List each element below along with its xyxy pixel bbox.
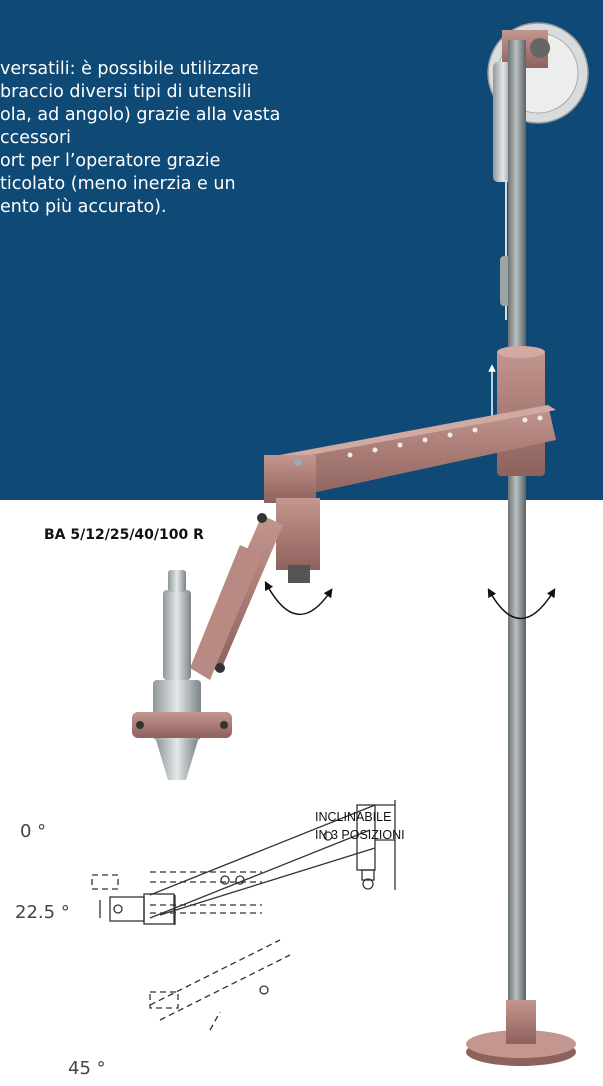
angle-label-45: 45 ° xyxy=(68,1058,106,1079)
pole-base xyxy=(466,1000,576,1066)
tilt-note: INCLINABILE IN 3 POSIZIONI xyxy=(315,808,405,844)
rotation-arrow-pole xyxy=(487,588,556,620)
screwdriver-tool xyxy=(132,570,232,780)
vertical-pole xyxy=(508,40,526,1030)
rotation-arrow-arm xyxy=(264,581,333,616)
intro-line: ort per l’operatore grazie xyxy=(0,151,221,171)
intro-line: versatili: è possibile utilizzare xyxy=(0,59,259,79)
arm-joint xyxy=(276,498,320,570)
articulated-arm xyxy=(190,513,283,680)
model-label: BA 5/12/25/40/100 R xyxy=(44,527,204,543)
tilt-diagram xyxy=(91,800,396,1031)
intro-line: ccessori xyxy=(0,128,72,148)
intro-text: versatili: è possibile utilizzare bracci… xyxy=(0,58,380,219)
tilt-note-line: IN 3 POSIZIONI xyxy=(315,828,405,842)
intro-line: ticolato (meno inerzia e un xyxy=(0,174,236,194)
intro-line: braccio diversi tipi di utensili xyxy=(0,82,252,102)
tilt-note-line: INCLINABILE xyxy=(315,810,392,824)
intro-line: ento più accurato). xyxy=(0,197,167,217)
intro-line: ola, ad angolo) grazie alla vasta xyxy=(0,105,281,125)
angle-label-22-5: 22.5 ° xyxy=(15,902,70,923)
angle-label-0: 0 ° xyxy=(20,821,47,842)
horizontal-arm xyxy=(264,405,556,500)
